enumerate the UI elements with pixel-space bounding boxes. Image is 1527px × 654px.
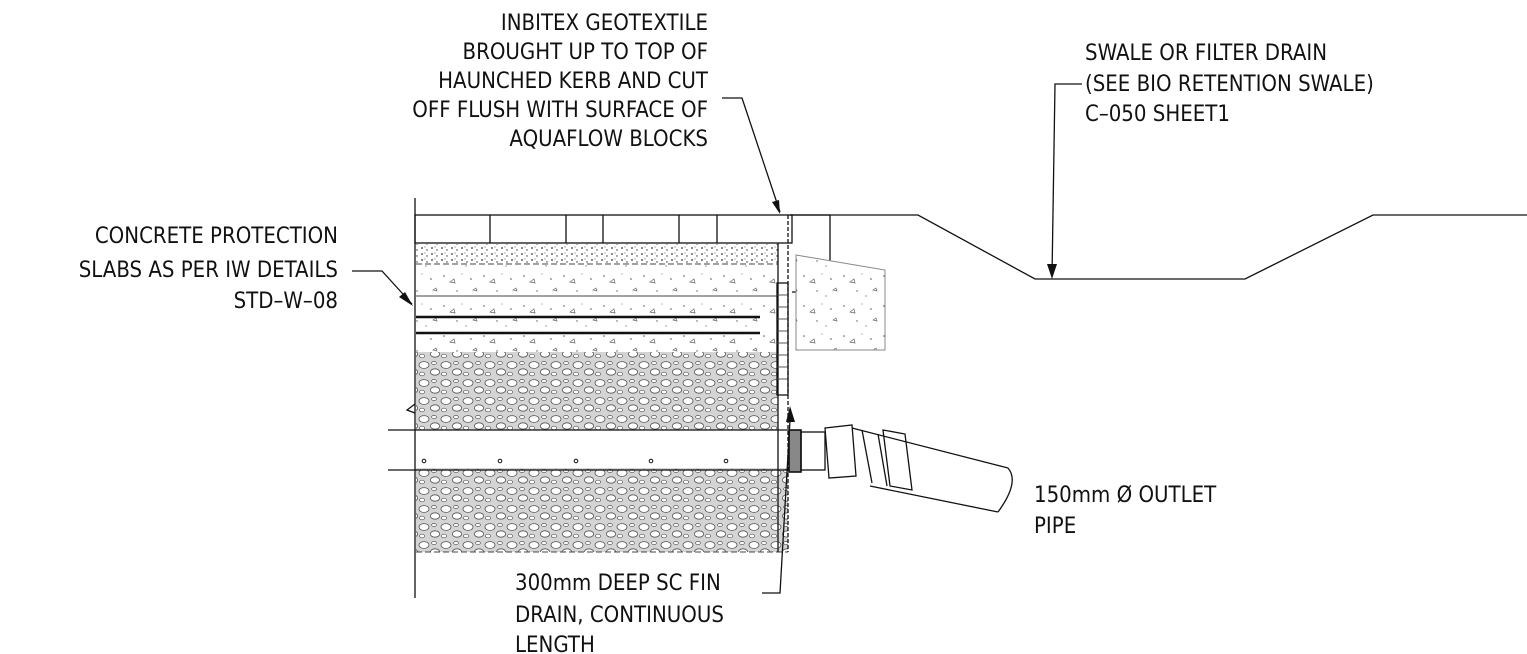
concrete-line-2: SLABS AS PER IW DETAILS [79, 258, 338, 283]
pipe-collar [788, 429, 802, 473]
fin-drain-line-2: DRAIN, CONTINUOUS [515, 603, 724, 628]
aquaflow-blocks [414, 214, 793, 244]
fin-drain-line-1: 300mm DEEP SC FIN [515, 571, 721, 596]
geotextile-line-1: INBITEX GEOTEXTILE [501, 11, 708, 36]
upper-aggregate [416, 352, 778, 430]
leader-lines [352, 83, 1082, 594]
swale-line-1: SWALE OR FILTER DRAIN [1085, 41, 1327, 66]
haunched-kerb [790, 214, 886, 351]
ground-profile [790, 214, 1527, 280]
concrete-line-1: CONCRETE PROTECTION [95, 224, 338, 249]
concrete-protection-slab [416, 265, 778, 353]
filter-drain-section [388, 198, 802, 598]
label-outlet: 150mm Ø OUTLET PIPE [1034, 483, 1217, 539]
outlet-pipe [800, 424, 1013, 513]
outlet-line-1: 150mm Ø OUTLET [1034, 483, 1217, 508]
label-geotextile: INBITEX GEOTEXTILE BROUGHT UP TO TOP OF … [412, 11, 709, 152]
label-concrete: CONCRETE PROTECTION SLABS AS PER IW DETA… [79, 224, 338, 314]
lower-aggregate [416, 468, 788, 552]
perforated-pipe [388, 429, 788, 471]
swale-line-2: (SEE BIO RETENTION SWALE) [1085, 72, 1374, 97]
fin-drain [776, 282, 789, 396]
label-swale: SWALE OR FILTER DRAIN (SEE BIO RETENTION… [1085, 41, 1374, 127]
outlet-line-2: PIPE [1034, 514, 1076, 539]
geotextile-line-5: AQUAFLOW BLOCKS [509, 127, 708, 152]
concrete-line-3: STD–W–08 [234, 289, 338, 314]
bedding-layer [416, 244, 778, 264]
geotextile-line-4: OFF FLUSH WITH SURFACE OF [412, 98, 708, 123]
label-fin-drain: 300mm DEEP SC FIN DRAIN, CONTINUOUS LENG… [515, 571, 724, 654]
geotextile-line-3: HAUNCHED KERB AND CUT [438, 69, 709, 94]
geotextile-line-2: BROUGHT UP TO TOP OF [463, 40, 709, 65]
swale-line-3: C–050 SHEET1 [1085, 102, 1230, 127]
fin-drain-line-3: LENGTH [515, 633, 595, 654]
